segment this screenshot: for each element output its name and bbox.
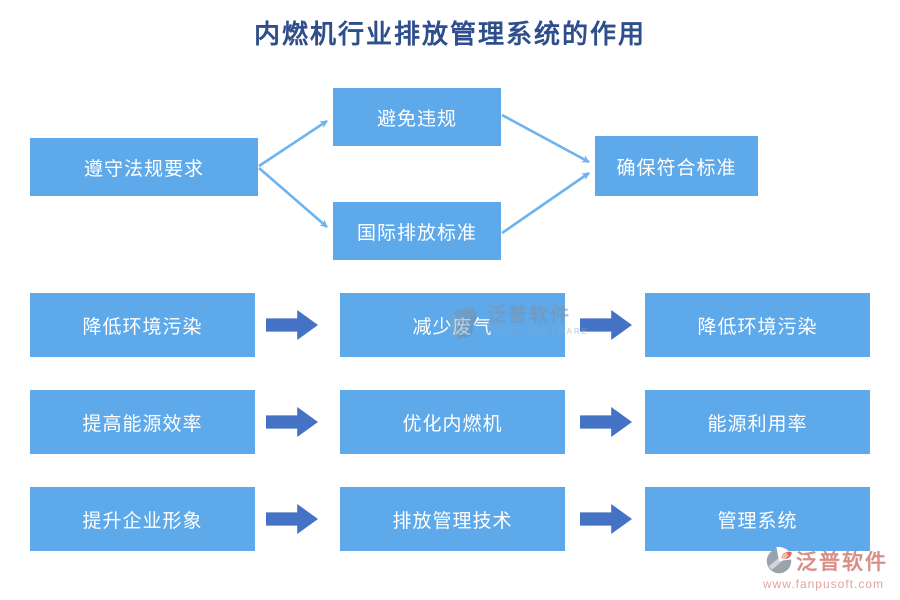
row2-box-left: 提高能源效率 [30,390,255,454]
watermark-corner-url: www.fanpusoft.com [762,577,884,591]
row3-box-left: 提升企业形象 [30,487,255,551]
connector-source-to-bottom-icon [258,167,328,228]
row3-arrow-left-icon [266,504,318,534]
flow-box-source: 遵守法规要求 [30,138,258,196]
watermark-center-brand: 泛普软件 [487,305,572,326]
row1-arrow-left-icon [266,310,318,340]
row2-arrow-left-icon [266,407,318,437]
row2-box-middle: 优化内燃机 [340,390,565,454]
connector-source-to-top-icon [258,119,328,168]
flow-box-branch-top: 避免违规 [333,88,501,146]
row2-arrow-right-icon [580,407,632,437]
row2-box-right: 能源利用率 [645,390,870,454]
connector-top-to-target-icon [501,113,590,164]
watermark-corner: 泛普软件 www.fanpusoft.com [763,546,888,591]
row1-box-middle: 减少废气 [340,293,565,357]
row1-box-left: 降低环境污染 [30,293,255,357]
connector-bottom-to-target-icon [501,171,590,235]
flow-box-branch-bottom: 国际排放标准 [333,202,501,260]
row3-box-right: 管理系统 [645,487,870,551]
row3-box-middle: 排放管理技术 [340,487,565,551]
flow-box-target: 确保符合标准 [595,136,758,196]
fanpu-ribbon-logo-icon [451,306,477,339]
row3-arrow-right-icon [580,504,632,534]
watermark-center-brand-en: FANPU SOFTWARE [487,327,589,336]
row1-box-right: 降低环境污染 [645,293,870,357]
diagram-title: 内燃机行业排放管理系统的作用 [253,20,646,49]
fanpu-logo-icon [766,547,793,574]
watermark-center: 泛普软件 FANPU SOFTWARE [447,302,589,340]
watermark-corner-brand: 泛普软件 [796,550,888,574]
